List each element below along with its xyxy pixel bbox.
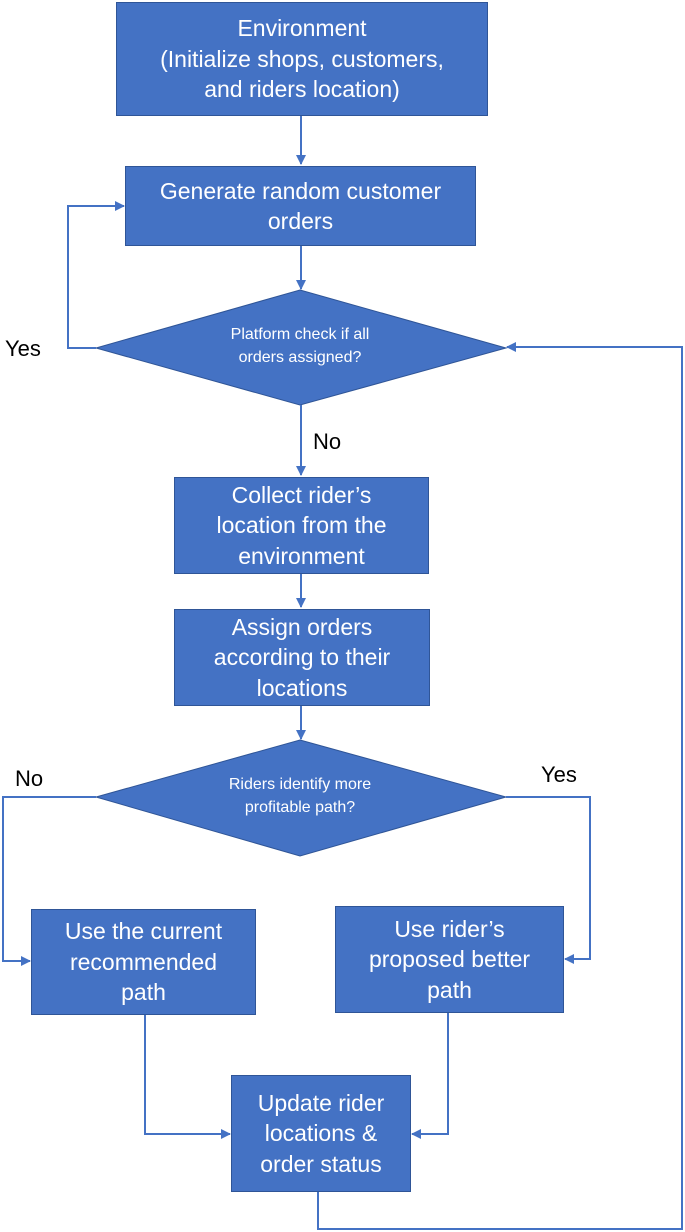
environment-box: Environment (Initialize shops, customers… [116, 2, 488, 116]
arrow-path-no [2, 796, 96, 966]
check-yes-label: Yes [5, 336, 41, 361]
use-current-box: Use the current recommended path [31, 909, 256, 1015]
generate-orders-box: Generate random customer orders [125, 166, 476, 246]
arrow-update-loop-to-check [317, 342, 683, 1230]
collect-location-box: Collect rider’s location from the enviro… [174, 477, 429, 574]
use-proposed-box: Use rider’s proposed better path [335, 906, 564, 1013]
path-no-label: No [15, 766, 44, 791]
arrow-proposed-to-update [411, 1013, 449, 1139]
identify-path-text: Riders identify more profitable path? [228, 776, 372, 817]
arrow-current-to-update [144, 1015, 231, 1139]
assign-orders-box: Assign orders according to their locatio… [174, 609, 430, 706]
check-no-label: No [313, 429, 342, 454]
check-assigned-text: Platform check if all orders assigned? [230, 326, 370, 367]
path-yes-label: Yes [541, 762, 577, 787]
decision-diamond-identify-path [94, 739, 508, 857]
arrow-path-yes [506, 796, 591, 964]
arrow-check-yes-loop [67, 201, 125, 349]
update-status-box: Update rider locations & order status [231, 1075, 411, 1192]
